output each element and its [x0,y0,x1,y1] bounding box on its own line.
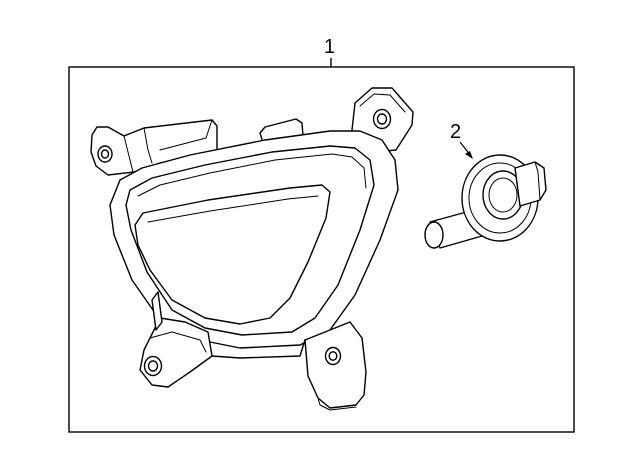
assembly-frame [68,66,575,433]
mounting-ear-bottom-left [139,291,213,388]
callout-arrow-2 [459,141,473,159]
housing-bezel [125,145,375,336]
fog-lamp-assembly [90,87,414,411]
housing-lower-lip [211,339,306,359]
callout-number-2: 2 [450,121,461,143]
mounting-ear-left [90,119,218,176]
bulb-tip [424,221,444,249]
lens-inner-edge [147,195,319,223]
callout-number-1: 1 [324,36,335,58]
mounting-ear-bottom-right [304,321,367,411]
bulb-collar-inner [488,177,518,213]
bulb-connector [514,161,547,207]
housing-bezel-edge [137,153,367,197]
bulb-assembly [424,154,547,249]
lamp-lens [134,184,331,325]
